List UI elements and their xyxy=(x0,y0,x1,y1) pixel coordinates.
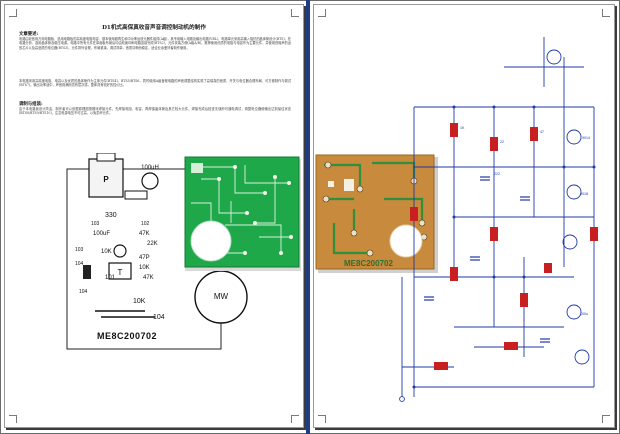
board-id-brown: ME8C200702 xyxy=(344,259,393,268)
crop-mark-bl xyxy=(318,415,326,423)
crop-mark-br xyxy=(291,415,299,423)
paragraph-3: 由于本电路板设计简洁，制作者可以依据原理图按顺序焊接元件，先焊接电阻、电容，再焊… xyxy=(19,107,291,116)
crop-mark-tl xyxy=(9,9,17,17)
green-pcb-mount-hole xyxy=(190,220,232,262)
green-pcb-photo xyxy=(184,156,301,271)
label-transformer: T xyxy=(118,268,123,277)
section-heading-assembly: 调制与组装: xyxy=(19,102,43,107)
label-r10kb: 10K xyxy=(139,265,150,271)
label-r47k: 47K xyxy=(139,231,150,237)
label-q9014: 9014 xyxy=(582,136,590,140)
label-r10ka: 10K xyxy=(101,249,112,255)
label-r104: 104 xyxy=(153,314,165,321)
transistor-outline xyxy=(83,265,91,279)
schematic-capacitors xyxy=(424,176,550,343)
page-gap xyxy=(306,0,310,434)
board-id-silkscreen: ME8C200702 xyxy=(97,331,157,341)
schematic-terminal xyxy=(399,396,405,402)
schematic-junctions xyxy=(412,105,596,389)
paragraph-2: 本电路采用高精度电阻、电容以及优质的晶体管作为主体元件(BTS4)，BTS5/B… xyxy=(19,79,291,88)
page-2[interactable]: ME8C200702 xyxy=(313,4,615,428)
label-r10k: 10K xyxy=(133,298,146,305)
crop-mark-tl xyxy=(318,9,326,17)
label-c47pf: 47P xyxy=(139,255,150,261)
inductor-pads xyxy=(124,190,148,200)
document-title: D1机式高保真收音声音调控制动机的制作 xyxy=(102,25,206,31)
schematic-components xyxy=(410,123,598,370)
label-inductor: 100uH xyxy=(141,165,159,171)
label-c103b: 103 xyxy=(75,247,84,253)
label-r47ka: 47K xyxy=(143,275,154,281)
label-c100uf: 100uF xyxy=(93,231,110,237)
page-1[interactable]: D1机式高保真收音声音调控制动机的制作 文章要述: 电路由收音用万用电路板、选用… xyxy=(4,4,304,428)
label-r330: 330 xyxy=(105,212,117,219)
paragraph-1: 电路由收音用万用电路板、选用电路板的高精度电阻电容、基本使用超再生和中功率运放元… xyxy=(19,37,291,50)
label-r22k: 22K xyxy=(147,241,158,247)
label-p: P xyxy=(103,175,109,184)
crop-mark-br xyxy=(602,415,610,423)
schematic-transistors xyxy=(546,49,590,365)
potentiometer-outline xyxy=(88,158,124,198)
green-pcb-corner-pad xyxy=(191,163,203,173)
label-r22: 22 xyxy=(500,140,504,144)
label-r1k: 1K xyxy=(460,126,465,130)
transformer-outline xyxy=(108,262,132,280)
label-c104b: 104 xyxy=(79,289,88,295)
capacitor-outline xyxy=(113,244,127,258)
label-c100u: 100u xyxy=(580,312,588,316)
crop-mark-tr xyxy=(602,9,610,17)
crop-mark-bl xyxy=(9,415,17,423)
pcb-figure: P 100uH 330 103 100uF 102 47K 22K 103 10… xyxy=(66,153,301,350)
crop-mark-tr xyxy=(291,9,299,17)
schematic-wires xyxy=(401,37,595,397)
label-c102: 102 xyxy=(141,221,150,227)
circuit-schematic: 1K 22 47 9014 9018 100u 222 xyxy=(399,37,598,402)
inductor-coil xyxy=(141,172,159,190)
potentiometer-shaft xyxy=(96,153,116,162)
label-c103a: 103 xyxy=(91,221,100,227)
section-heading-overview: 文章要述: xyxy=(19,32,39,37)
label-q9018: 9018 xyxy=(580,192,588,196)
label-c104a: 104 xyxy=(75,261,84,267)
label-c222: 222 xyxy=(494,172,500,176)
schematic-labels: 1K 22 47 9014 9018 100u 222 xyxy=(460,126,590,316)
label-c101: 101 xyxy=(105,275,116,281)
label-mw: MW xyxy=(214,292,229,301)
brown-pcb-white-pad xyxy=(344,179,354,191)
label-r47: 47 xyxy=(540,130,544,134)
brown-pcb-white-pad-2 xyxy=(328,181,334,187)
brown-pcb-silkscreen xyxy=(324,161,424,255)
